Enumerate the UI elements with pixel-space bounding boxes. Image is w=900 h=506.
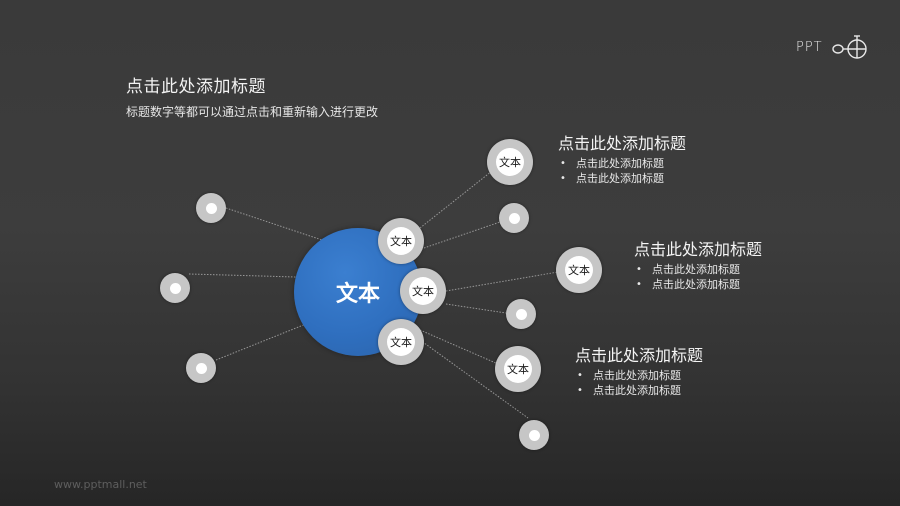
- outer-labeled-node-2[interactable]: 文本: [556, 247, 602, 293]
- hub-label: 文本: [335, 282, 380, 307]
- bullet-item[interactable]: •点击此处添加标题: [560, 172, 664, 185]
- outer-node-left-middle[interactable]: [160, 273, 190, 303]
- node-center-dot: [169, 282, 181, 294]
- bullet-item[interactable]: •点击此处添加标题: [636, 263, 740, 276]
- ppt-logo: PPT: [796, 32, 870, 62]
- outer-labeled-node-1[interactable]: 文本: [487, 139, 533, 185]
- text-block-3[interactable]: 点击此处添加标题 •点击此处添加标题 •点击此处添加标题: [575, 342, 703, 398]
- node-center-dot: [528, 429, 540, 441]
- node-center-dot: [515, 308, 527, 320]
- node-center-dot: [195, 362, 207, 374]
- bullet-icon: •: [636, 264, 642, 275]
- logo-text: PPT: [796, 40, 823, 55]
- bullet-item[interactable]: •点击此处添加标题: [560, 157, 664, 170]
- connector-line: [419, 170, 493, 229]
- footer-watermark: www.pptmall.net: [54, 478, 147, 491]
- connector-line: [445, 303, 507, 314]
- attached-node-middle[interactable]: 文本: [400, 268, 446, 314]
- outer-node-right-1[interactable]: [499, 203, 529, 233]
- stopwatch-logo-icon: [832, 35, 867, 59]
- node-label: 文本: [412, 285, 434, 298]
- bullet-item[interactable]: •点击此处添加标题: [577, 384, 681, 397]
- attached-node-bottom[interactable]: 文本: [378, 319, 424, 365]
- outer-node-right-3[interactable]: [519, 420, 549, 450]
- bullet-item[interactable]: •点击此处添加标题: [577, 369, 681, 382]
- node-label: 文本: [507, 363, 529, 376]
- node-center-dot: [508, 212, 520, 224]
- bullet-icon: •: [560, 158, 566, 169]
- node-label: 文本: [568, 264, 590, 277]
- slide-subtitle[interactable]: 标题数字等都可以通过点击和重新输入进行更改: [126, 105, 379, 119]
- connector-line: [225, 207, 323, 241]
- bullet-icon: •: [560, 173, 566, 184]
- node-center-dot: [205, 202, 217, 214]
- connector-line: [419, 339, 529, 419]
- block-title[interactable]: 点击此处添加标题: [575, 346, 704, 365]
- bullet-icon: •: [577, 385, 583, 396]
- text-block-1[interactable]: 点击此处添加标题 •点击此处添加标题 •点击此处添加标题: [558, 130, 686, 186]
- bullet-icon: •: [577, 370, 583, 381]
- slide-title[interactable]: 点击此处添加标题: [126, 77, 266, 97]
- node-label: 文本: [499, 156, 521, 169]
- text-block-2[interactable]: 点击此处添加标题 •点击此处添加标题 •点击此处添加标题: [634, 236, 762, 292]
- connector-line: [188, 273, 297, 278]
- connector-line: [215, 323, 307, 361]
- outer-node-right-2[interactable]: [506, 299, 536, 329]
- outer-labeled-node-3[interactable]: 文本: [495, 346, 541, 392]
- bullet-list: •点击此处添加标题 •点击此处添加标题: [575, 368, 703, 398]
- bullet-item[interactable]: •点击此处添加标题: [636, 278, 740, 291]
- connector-line: [419, 329, 499, 365]
- block-title[interactable]: 点击此处添加标题: [558, 134, 687, 153]
- bullet-list: •点击此处添加标题 •点击此处添加标题: [558, 156, 686, 186]
- node-label: 文本: [390, 336, 412, 349]
- bullet-list: •点击此处添加标题 •点击此处添加标题: [634, 262, 762, 292]
- outer-node-left-bottom[interactable]: [186, 353, 216, 383]
- outer-node-left-top[interactable]: [196, 193, 226, 223]
- block-title[interactable]: 点击此处添加标题: [634, 240, 763, 259]
- bullet-icon: •: [636, 279, 642, 290]
- connector-line: [423, 221, 501, 249]
- attached-node-top[interactable]: 文本: [378, 218, 424, 264]
- node-label: 文本: [390, 235, 412, 248]
- connector-line: [445, 271, 559, 292]
